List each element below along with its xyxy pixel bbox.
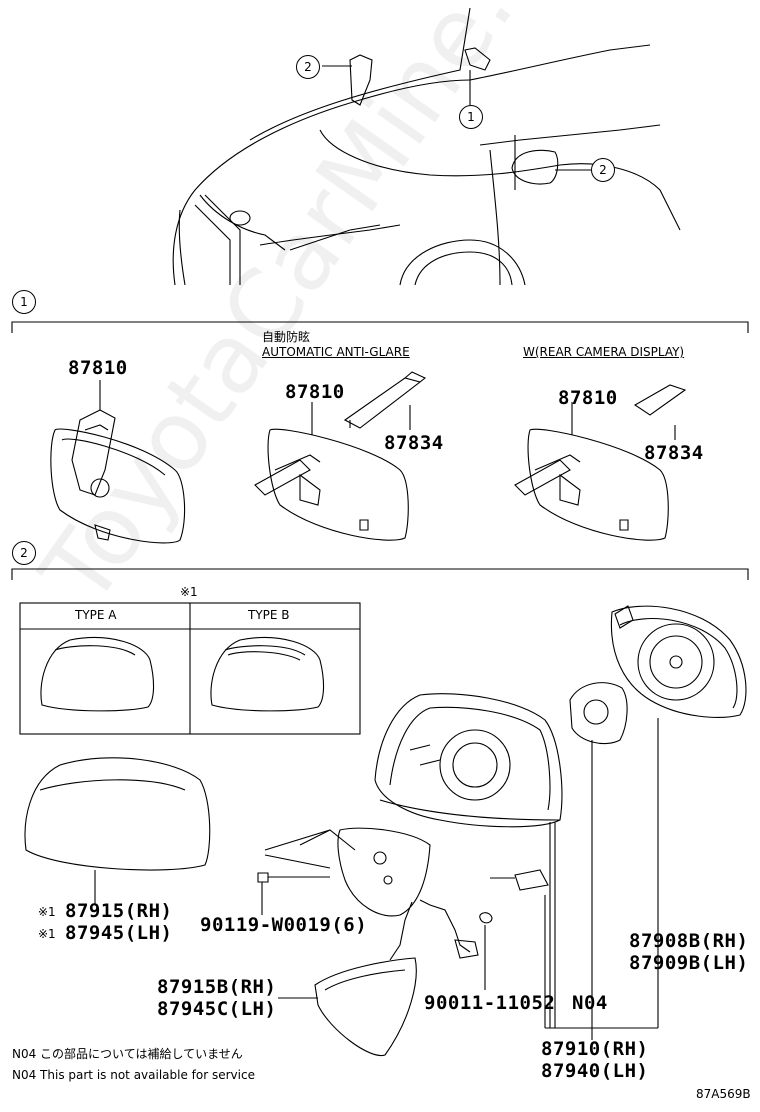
inner-mirror-b: [254, 371, 427, 541]
part-87908b-rh: 87908B(RH): [629, 930, 749, 952]
part-87945c-lh: 87945C(LH): [157, 998, 277, 1020]
type-a-header: TYPE A: [75, 608, 117, 622]
callout-1-inner-mirror: 1: [459, 105, 483, 129]
footnote-en: N04 This part is not available for servi…: [12, 1068, 255, 1082]
part-87909b-lh: 87909B(LH): [629, 952, 749, 974]
auto-antiglare-jp: 自動防眩: [262, 330, 311, 344]
part-87945-lh: 87945(LH): [65, 922, 173, 944]
section-2-marker: 2: [12, 541, 36, 565]
table-note-mark: ※1: [180, 585, 198, 599]
part-87940-lh: 87940(LH): [541, 1060, 649, 1082]
part-87910-rh: 87910(RH): [541, 1038, 649, 1060]
part-87810-b: 87810: [285, 381, 345, 403]
part-87915b-rh: 87915B(RH): [157, 976, 277, 998]
part-90119-screw: 90119-W0019(6): [200, 914, 368, 936]
inner-mirror-a: [50, 380, 186, 544]
part-87810-c: 87810: [558, 387, 618, 409]
section-1-marker: 1: [12, 290, 36, 314]
callout-2-door-mirror: 2: [591, 158, 615, 182]
part-87915-rh: 87915(RH): [65, 900, 173, 922]
callout-2-windshield: 2: [296, 55, 320, 79]
part-87834-c: 87834: [644, 442, 704, 464]
part-n04: N04: [572, 992, 608, 1014]
inner-mirror-c: [514, 384, 687, 541]
type-b-header: TYPE B: [248, 608, 290, 622]
auto-antiglare-en: AUTOMATIC ANTI-GLARE: [262, 345, 410, 359]
part-87810-a: 87810: [68, 357, 128, 379]
part-90011-clip: 90011-11052: [424, 992, 556, 1014]
cover-mark-rh: ※1: [38, 905, 56, 919]
illustration-code: 87A569B: [696, 1087, 751, 1101]
footnote-jp: N04 この部品については補給していません: [12, 1047, 243, 1061]
part-87834-b: 87834: [384, 432, 444, 454]
cover-mark-lh: ※1: [38, 927, 56, 941]
car-illustration: [172, 7, 681, 286]
rear-camera-label: W(REAR CAMERA DISPLAY): [523, 345, 685, 359]
